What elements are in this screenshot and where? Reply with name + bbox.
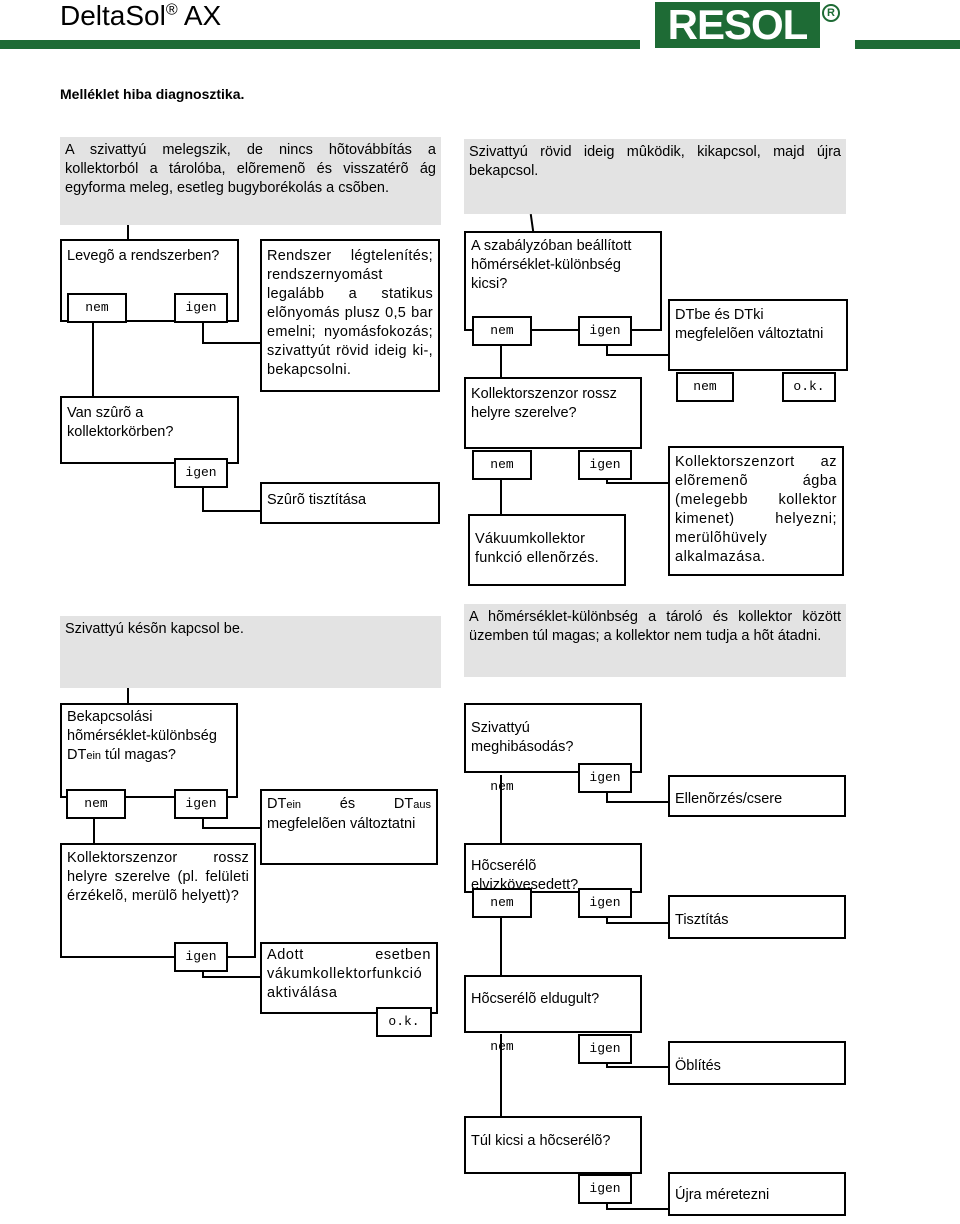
s3-q1-no: nem — [66, 789, 126, 819]
connector — [127, 688, 129, 704]
connector — [127, 225, 129, 241]
registered-mark: ® — [165, 1, 178, 19]
connector — [500, 918, 502, 976]
s1-a1: Rendszer légtelenítés; rendszernyomást l… — [260, 239, 440, 392]
s1-q2-yes: igen — [174, 458, 228, 488]
s3-problem: Szivattyú késõn kapcsol be. — [60, 616, 441, 688]
connector — [202, 819, 204, 829]
s2-q2-yes: igen — [578, 450, 632, 480]
s3-a1-sub1: ein — [286, 799, 302, 811]
s3-q2-yes: igen — [174, 942, 228, 972]
connector — [500, 1034, 502, 1118]
s4-q1-no: nem — [472, 774, 532, 804]
s4-a4: Újra méretezni — [668, 1172, 846, 1216]
s3-q1-line2: hõmérséklet-különbség — [67, 728, 217, 744]
s1-q1-no: nem — [67, 293, 127, 323]
s3-q1-dt: DT — [67, 747, 87, 763]
connector — [93, 819, 95, 845]
s4-a2: Tisztítás — [668, 895, 846, 939]
s3-q1-line3: DTein túl magas? — [67, 746, 231, 766]
s4-q2-yes: igen — [578, 888, 632, 918]
s2-q1-no: nem — [472, 316, 532, 346]
s3-a1-and: és — [339, 796, 356, 812]
s3-q1-yes: igen — [174, 789, 228, 819]
s3-a1-sub2: aus — [413, 799, 431, 811]
connector — [606, 354, 670, 356]
s2-a1-no: nem — [676, 372, 734, 402]
s4-q4-yes: igen — [578, 1174, 632, 1204]
connector — [500, 346, 502, 378]
connector — [606, 1208, 670, 1210]
s3-a1-dt2: DT — [393, 796, 414, 812]
s4-q3-yes: igen — [578, 1034, 632, 1064]
connector — [202, 972, 204, 978]
s2-q1-text: A szabályzóban beállított hõmérséklet-kü… — [471, 238, 632, 292]
s3-q1-sub: ein — [86, 750, 102, 762]
connector — [606, 801, 670, 803]
logo-registered-icon: R — [822, 4, 840, 22]
connector — [529, 213, 535, 233]
product-name: DeltaSol — [60, 0, 166, 31]
connector — [606, 1066, 670, 1068]
product-model: AX — [183, 0, 222, 31]
connector — [606, 482, 670, 484]
s3-a1-line1: DTein és DTaus — [267, 795, 431, 815]
connector — [606, 1204, 608, 1210]
s4-q2-no: nem — [472, 888, 532, 918]
header-bar-left — [0, 40, 640, 49]
s4-a1: Ellenõrzés/csere — [668, 775, 846, 817]
s4-q3: Hõcserélõ eldugult? — [464, 975, 642, 1033]
s4-q1: Szivattyú meghibásodás? — [464, 703, 642, 773]
s1-q1-yes: igen — [174, 293, 228, 323]
connector — [500, 775, 502, 845]
s2-q1-yes: igen — [578, 316, 632, 346]
connector — [606, 918, 608, 924]
s1-q1-text: Levegõ a rendszerben? — [67, 248, 220, 264]
s2-a1-ok: o.k. — [782, 372, 836, 402]
s2-a1: DTbe és DTki megfelelõen változtatni — [668, 299, 848, 371]
connector — [202, 510, 262, 512]
s3-a2-ok: o.k. — [376, 1007, 432, 1037]
connector — [202, 976, 262, 978]
connector — [606, 793, 608, 803]
s4-q2: Hõcserélõ elvizkövesedett? — [464, 843, 642, 893]
connector — [606, 922, 670, 924]
connector — [92, 322, 94, 398]
s3-q1-line1: Bekapcsolási — [67, 709, 153, 725]
product-title: DeltaSol® AX — [60, 0, 221, 32]
s2-a2-yes: Kollektorszenzort az elõremenõ ágba (mel… — [668, 446, 844, 576]
page-heading: Melléklet hiba diagnosztika. — [60, 86, 245, 102]
s1-q2: Van szûrõ a kollektorkörben? — [60, 396, 239, 464]
s2-q1: A szabályzóban beállított hõmérséklet-kü… — [464, 231, 662, 331]
connector — [606, 346, 608, 356]
s3-q1-rest: túl magas? — [101, 747, 176, 763]
s4-q1-yes: igen — [578, 763, 632, 793]
s3-a1-line2: megfelelõen változtatni — [267, 816, 416, 832]
s2-problem: Szivattyú rövid ideig mûködik, kikapcsol… — [464, 139, 846, 214]
s4-q4: Túl kicsi a hõcserélõ? — [464, 1116, 642, 1174]
connector — [202, 342, 262, 344]
s4-q3-no: nem — [472, 1034, 532, 1064]
s3-q2: Kollektorszenzor rossz helyre szerelve (… — [60, 843, 256, 958]
header-bar-right — [855, 40, 960, 49]
s4-a3: Öblítés — [668, 1041, 846, 1085]
connector — [202, 488, 204, 512]
s2-q2: Kollektorszenzor rossz helyre szerelve? — [464, 377, 642, 449]
s3-q1: Bekapcsolási hõmérséklet-különbség DTein… — [60, 703, 238, 798]
s3-a1: DTein és DTaus megfelelõen változtatni — [260, 789, 438, 865]
s3-a1-dt1: DT — [267, 796, 287, 812]
connector — [202, 827, 262, 829]
s4-problem: A hõmérséklet-különbség a tároló és koll… — [464, 604, 846, 677]
s1-problem: A szivattyú melegszik, de nincs hõtovább… — [60, 137, 441, 225]
resol-logo: RESOL — [655, 2, 820, 48]
s3-a2: Adott esetben vákumkollektorfunkció akti… — [260, 942, 438, 1014]
s2-a2-no: Vákuumkollektor funkció ellenõrzés. — [468, 514, 626, 586]
s1-a2: Szûrõ tisztítása — [260, 482, 440, 524]
connector — [202, 322, 204, 344]
s2-q2-no: nem — [472, 450, 532, 480]
connector — [500, 480, 502, 516]
